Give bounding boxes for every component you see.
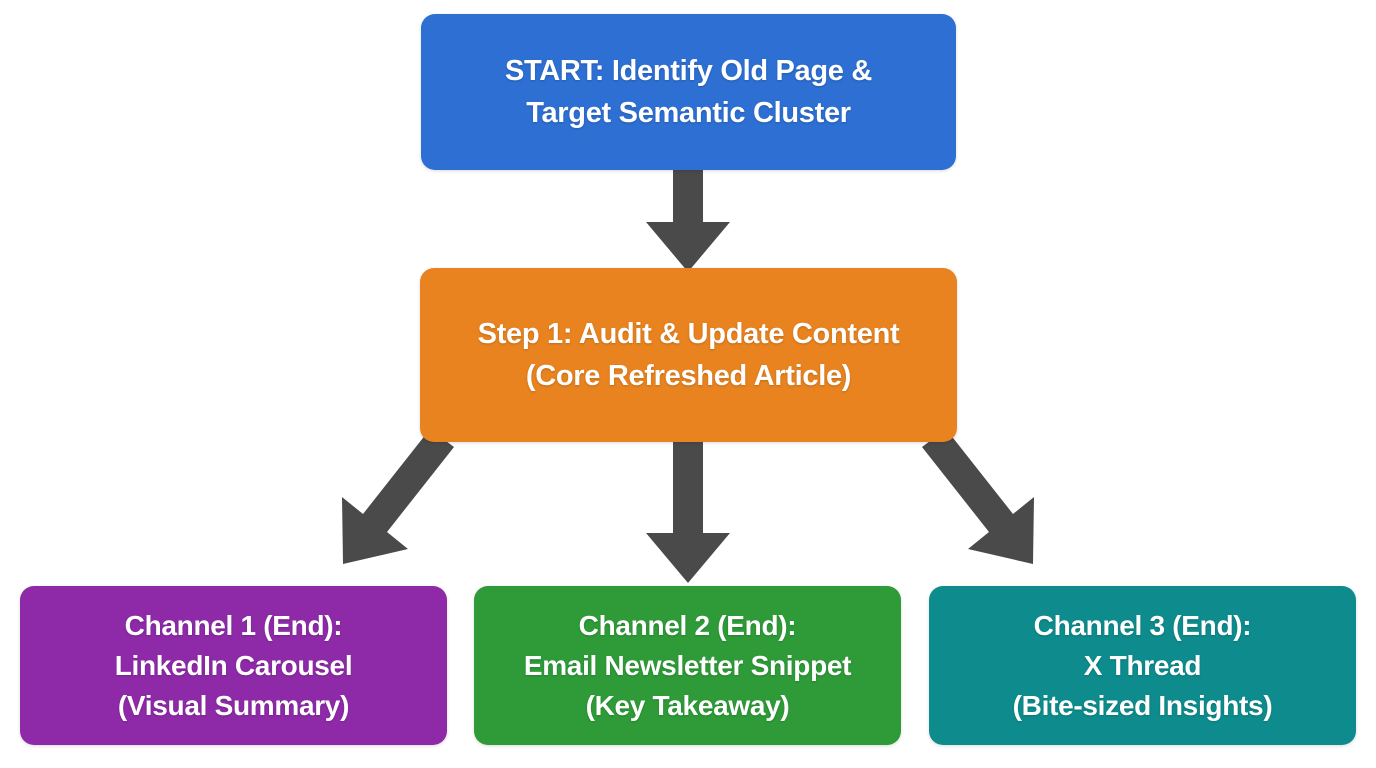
node-text-line: Step 1: Audit & Update Content bbox=[477, 318, 900, 350]
flow-node-channel1: Channel 1 (End): LinkedIn Carousel (Visu… bbox=[20, 586, 447, 745]
node-text-line: Target Semantic Cluster bbox=[526, 97, 851, 129]
node-text-line: Channel 2 (End): bbox=[578, 609, 797, 641]
arrow-step1-to-channel2 bbox=[646, 441, 730, 583]
flow-node-channel3: Channel 3 (End): X Thread (Bite-sized In… bbox=[929, 586, 1356, 745]
node-text-line: Channel 3 (End): bbox=[1033, 609, 1252, 641]
node-text-line: START: Identify Old Page & bbox=[504, 55, 873, 87]
node-text-line: LinkedIn Carousel bbox=[114, 649, 353, 681]
node-text-line: (Bite-sized Insights) bbox=[1012, 689, 1273, 721]
flow-node-channel2: Channel 2 (End): Email Newsletter Snippe… bbox=[474, 586, 901, 745]
node-text-line: X Thread bbox=[1083, 649, 1202, 681]
arrow-step1-to-channel1 bbox=[342, 429, 454, 564]
node-text-line: (Key Takeaway) bbox=[585, 689, 790, 721]
arrow-start-to-step1 bbox=[646, 168, 730, 272]
node-text-line: (Visual Summary) bbox=[117, 689, 350, 721]
node-text-line: Email Newsletter Snippet bbox=[523, 649, 852, 681]
arrow-step1-to-channel3 bbox=[922, 429, 1034, 564]
flow-node-start: START: Identify Old Page & Target Semant… bbox=[421, 14, 956, 170]
node-text-line: (Core Refreshed Article) bbox=[525, 360, 852, 392]
flow-node-step1: Step 1: Audit & Update Content (Core Ref… bbox=[420, 268, 957, 442]
node-text-line: Channel 1 (End): bbox=[124, 609, 343, 641]
